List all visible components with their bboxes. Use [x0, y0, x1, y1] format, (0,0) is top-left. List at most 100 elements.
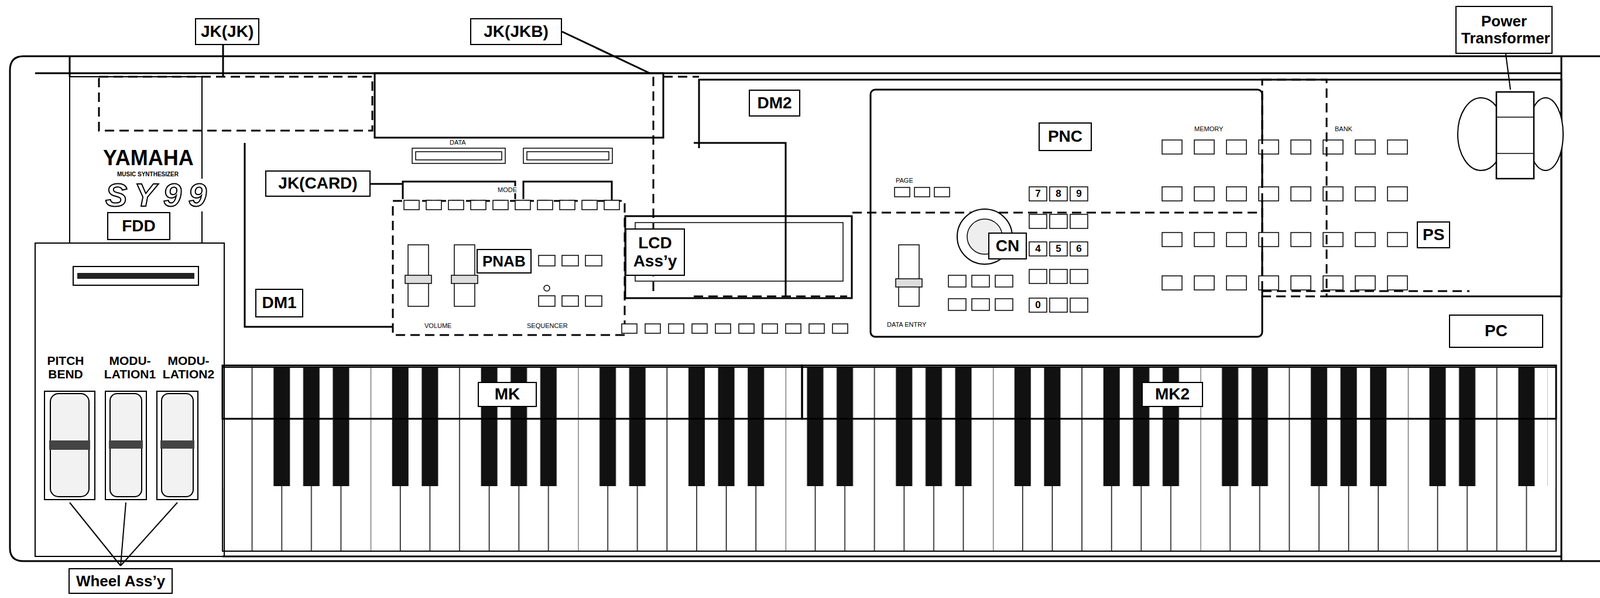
button: [1387, 275, 1408, 290]
part-label-box: LCD Ass’y: [625, 228, 685, 276]
end-cheek: [69, 56, 71, 77]
panel-text: MODU- LATION2: [159, 353, 218, 381]
button: [715, 323, 731, 334]
part-label-box: MK2: [1141, 381, 1204, 407]
dm1-board-outline: [244, 142, 393, 327]
leader-line: [69, 502, 178, 566]
panel-text: YAMAHA: [103, 146, 194, 170]
button: [492, 200, 509, 210]
transformer-core: [1496, 152, 1534, 154]
key-button: [1029, 186, 1047, 201]
part-label: MK: [483, 385, 531, 404]
jkb-board-outline: [374, 73, 664, 138]
model-logo: SY99: [105, 178, 214, 212]
button: [762, 323, 778, 334]
card-slot: [523, 148, 613, 164]
part-label-box: DM2: [748, 89, 801, 117]
keybed-edge: [222, 555, 1562, 558]
leader-line: [1505, 53, 1511, 90]
dm2-bracket: [693, 142, 786, 297]
leader-line: [222, 45, 225, 77]
card-slot: [412, 148, 506, 164]
button: [1194, 275, 1215, 290]
panel-text: PITCH BEND: [36, 353, 95, 381]
key-button: [1070, 214, 1088, 229]
led: [543, 285, 550, 291]
button: [1162, 275, 1182, 290]
board-outline: [852, 211, 1263, 214]
button: [914, 187, 930, 197]
wheel-panel: [35, 242, 225, 557]
button: [537, 200, 553, 210]
button: [1162, 139, 1182, 154]
button: [1226, 275, 1247, 290]
button: [1194, 186, 1215, 201]
button: [894, 187, 910, 197]
button: [645, 323, 661, 334]
button: [1194, 232, 1215, 247]
button: [604, 200, 620, 210]
panel-text: BANK: [1334, 125, 1353, 133]
part-label-box: JK(JK): [194, 18, 260, 46]
part-label: PNAB: [482, 252, 526, 270]
panel-text: DATA: [449, 138, 467, 146]
leader-line: [562, 31, 650, 74]
button: [1355, 186, 1376, 201]
body-outline: [9, 56, 1600, 561]
button: [562, 255, 579, 266]
part-label: LCD Ass’y: [631, 234, 680, 271]
wheel-frame: [105, 391, 147, 500]
keypad-digit: 8: [1050, 187, 1067, 200]
part-label-box: PNC: [1038, 122, 1092, 152]
leader-line: [370, 183, 403, 185]
button: [738, 323, 755, 334]
button: [809, 323, 825, 334]
button: [1162, 232, 1182, 247]
button: [470, 200, 486, 210]
keypad-digit: 5: [1050, 242, 1067, 255]
keypad-digit: 7: [1029, 187, 1047, 200]
button: [538, 255, 555, 266]
button: [538, 295, 555, 307]
board-outline: [1262, 79, 1327, 297]
button: [934, 187, 950, 197]
button: [785, 323, 801, 334]
part-label: JK(JK): [200, 22, 254, 41]
button: [995, 275, 1013, 287]
rear-edge: [35, 72, 1562, 75]
button: [1355, 232, 1376, 247]
part-label-box: PS: [1416, 221, 1451, 249]
keypad-digit: 6: [1070, 242, 1088, 255]
jk-board-outline: [98, 76, 373, 131]
button: [448, 200, 464, 210]
panel-text: PAGE: [895, 176, 914, 184]
key-button: [1049, 214, 1068, 229]
panel-text: DATA ENTRY: [886, 320, 927, 328]
button: [621, 323, 637, 334]
bank-buttons: [1290, 139, 1408, 290]
button: [1194, 139, 1215, 154]
slider: [898, 244, 920, 307]
button: [581, 200, 598, 210]
keyboard: [222, 367, 1557, 551]
button: [1226, 232, 1247, 247]
key-button: [1049, 269, 1068, 284]
button: [948, 275, 966, 287]
button: [1355, 139, 1376, 154]
ps-board-outline: [1287, 79, 1562, 297]
wheel-frame: [156, 391, 198, 500]
button: [971, 275, 990, 287]
part-label: PNC: [1044, 127, 1086, 146]
part-label-box: CN: [988, 232, 1027, 260]
part-label: PC: [1454, 321, 1538, 341]
key-button: [1070, 269, 1088, 284]
wheel-notch: [160, 440, 195, 449]
button: [1226, 139, 1247, 154]
part-label-box: JK(CARD): [265, 170, 371, 197]
board-outline: [663, 76, 700, 78]
button: [559, 200, 575, 210]
slider-knob: [405, 275, 432, 284]
part-label: DM2: [754, 94, 795, 113]
key-button: [1070, 186, 1088, 201]
